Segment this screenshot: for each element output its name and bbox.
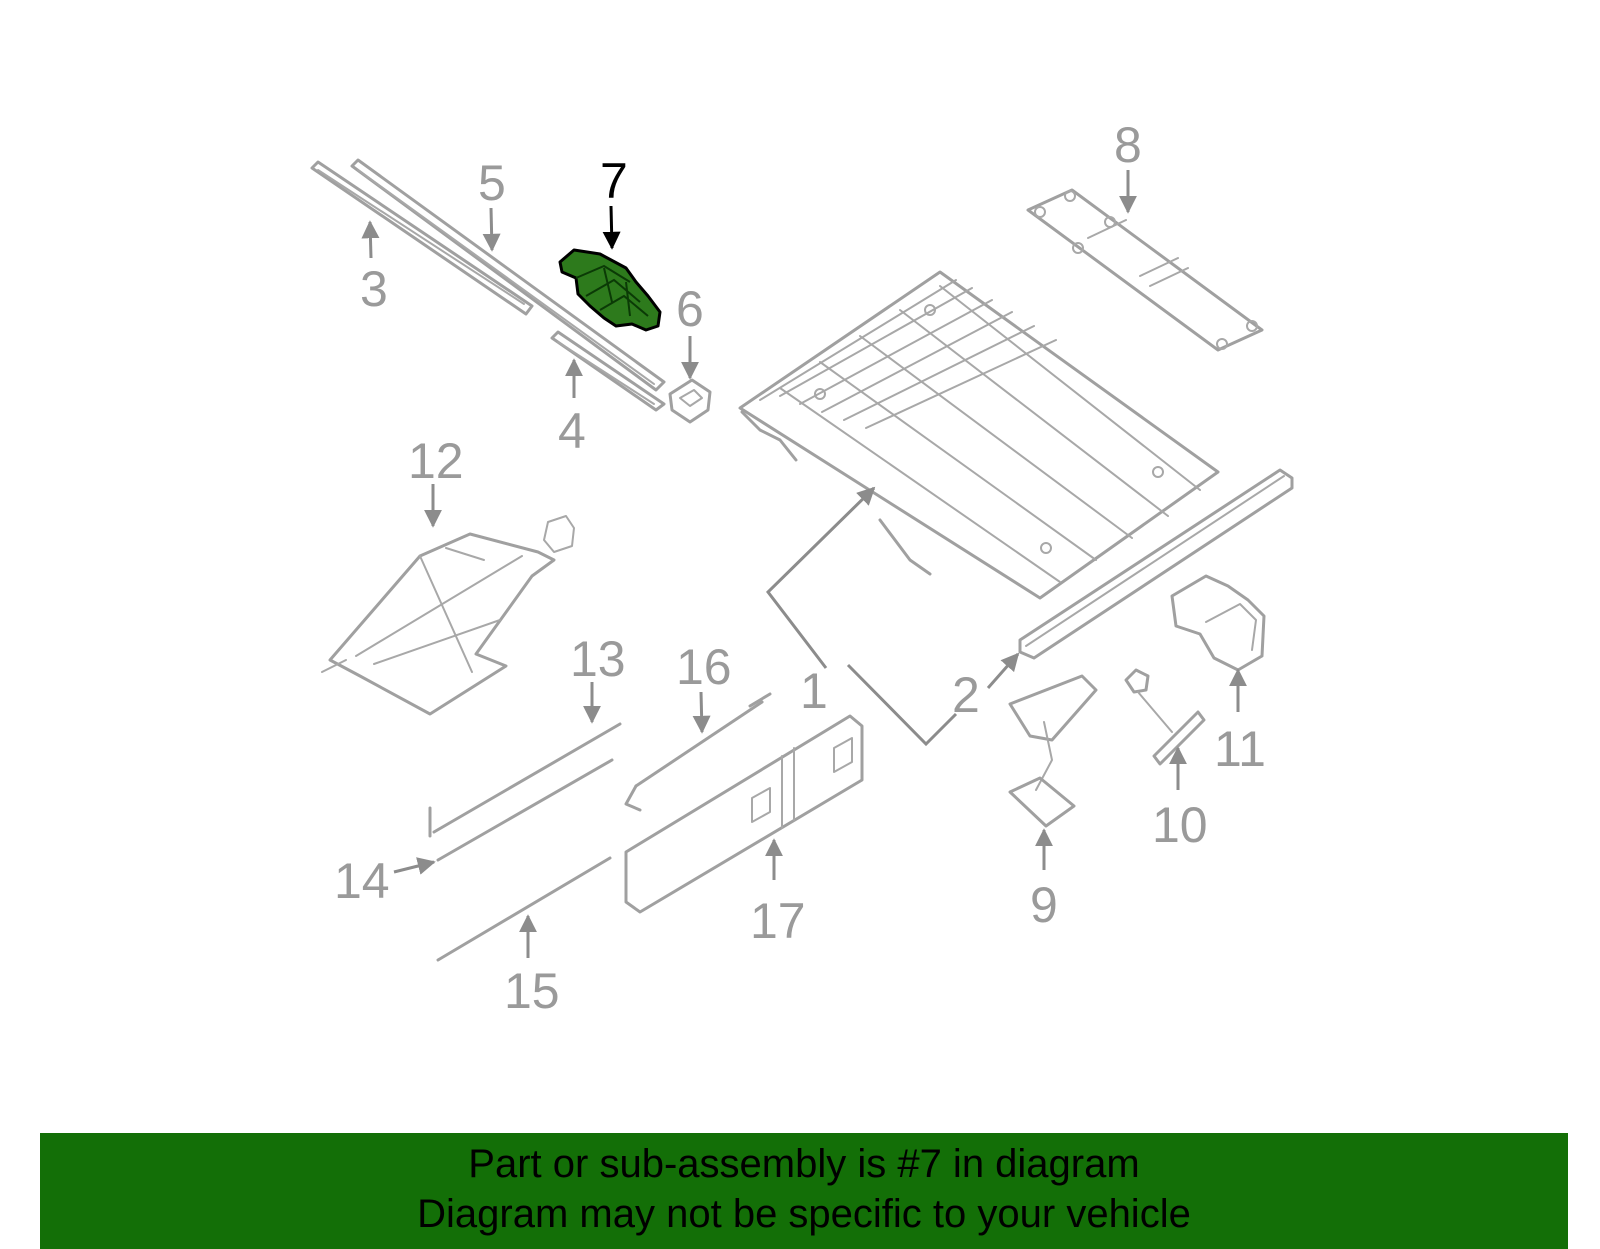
callout-9: 9 — [1030, 877, 1058, 933]
callout-2: 2 — [952, 667, 980, 723]
part-9-carrier — [1008, 674, 1098, 828]
callout-12: 12 — [408, 433, 464, 489]
part-10-bolt — [1124, 668, 1206, 766]
part-14-rod — [436, 758, 614, 862]
callout-6: 6 — [676, 281, 704, 337]
callout-15: 15 — [504, 963, 560, 1019]
info-banner: Part or sub-assembly is #7 in diagram Di… — [40, 1133, 1568, 1249]
part-13-rod — [428, 722, 622, 838]
part-2-sill — [1018, 468, 1294, 660]
callout-1: 1 — [800, 663, 828, 719]
banner-line-2: Diagram may not be specific to your vehi… — [417, 1192, 1191, 1236]
callout-7: 7 — [600, 153, 628, 209]
part-1-floor-pan — [738, 270, 1220, 600]
banner-line-1: Part or sub-assembly is #7 in diagram — [468, 1142, 1140, 1186]
callout-3: 3 — [360, 261, 388, 317]
parts-diagram: 1 2 3 4 5 6 7 8 9 10 11 12 13 14 15 16 1… — [310, 117, 1294, 1019]
part-11-bracket — [1170, 574, 1266, 672]
part-12-jack — [321, 515, 575, 716]
part-8-plate — [1026, 188, 1264, 352]
callout-14: 14 — [334, 853, 390, 909]
part-16-wrench — [624, 692, 772, 812]
part-17-tool-bag — [624, 714, 864, 914]
part-3-rail — [310, 160, 534, 316]
callout-11: 11 — [1214, 721, 1266, 777]
callout-8: 8 — [1114, 117, 1142, 173]
part-5-rail — [350, 158, 666, 392]
part-6-clip — [668, 378, 712, 424]
part-4-rail — [550, 330, 666, 412]
callout-5: 5 — [478, 155, 506, 211]
callout-4: 4 — [558, 403, 586, 459]
callout-16: 16 — [676, 639, 732, 695]
leader-lines — [361, 170, 1247, 958]
part-15-rod — [436, 856, 612, 962]
callout-10: 10 — [1152, 797, 1208, 853]
part-7-bracket-highlighted — [558, 248, 662, 332]
callout-17: 17 — [750, 893, 806, 949]
callout-13: 13 — [570, 631, 626, 687]
